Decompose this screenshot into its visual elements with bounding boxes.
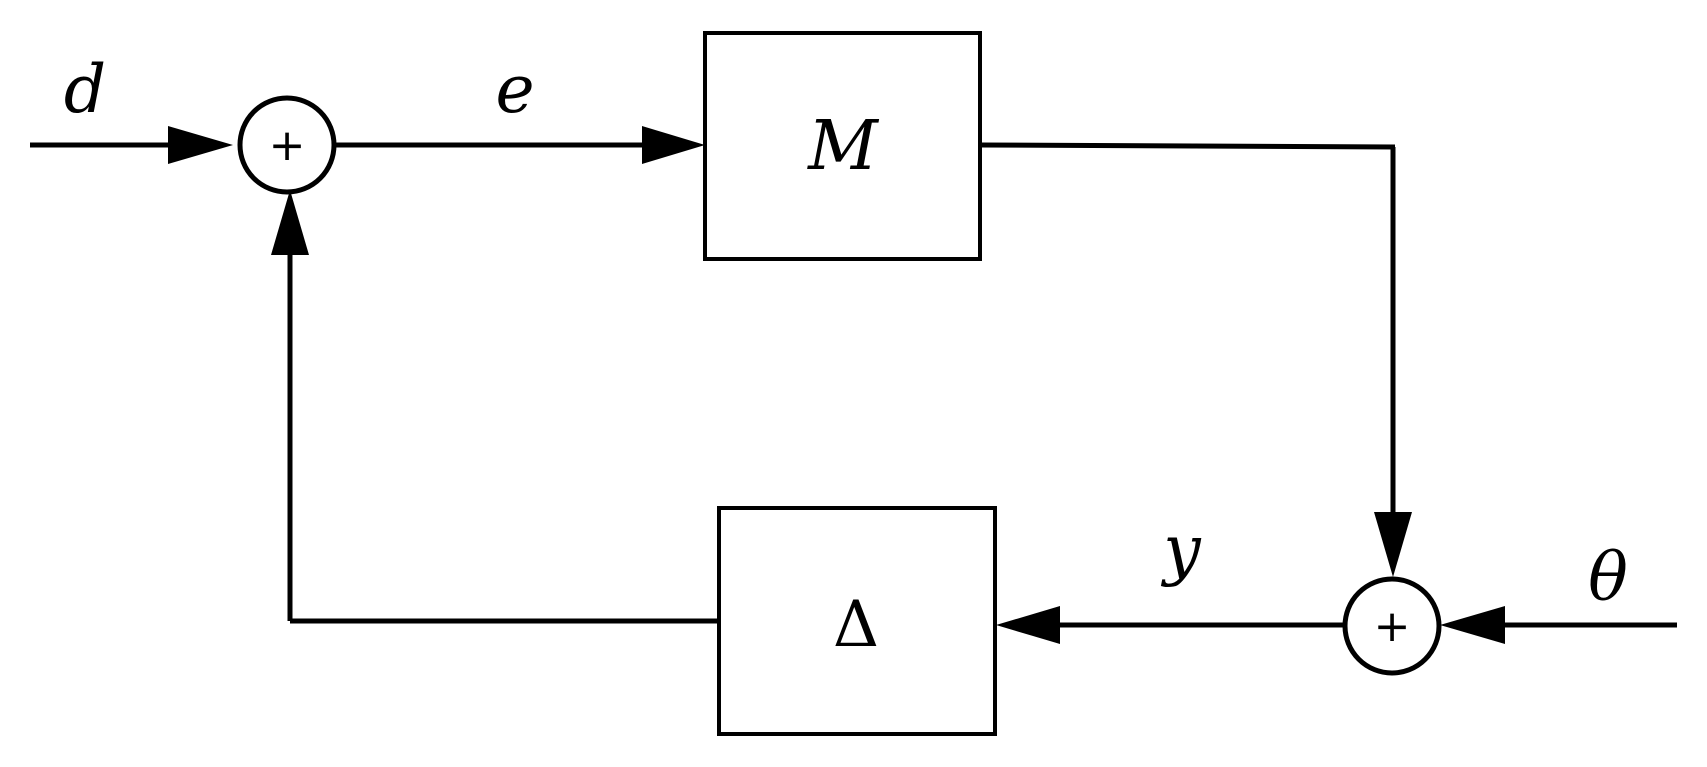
label-y: y: [1160, 511, 1201, 588]
arrowhead-y: [996, 606, 1060, 644]
summing-junction-bottom: [1342, 576, 1442, 676]
label-delta: Δ: [833, 588, 879, 662]
block-m: [703, 31, 982, 261]
junction-top-sign: +: [269, 120, 306, 171]
label-m: M: [806, 107, 880, 186]
summing-junction-top: [237, 95, 337, 195]
label-d: d: [64, 51, 106, 128]
label-theta: θ: [1588, 539, 1628, 616]
arrowhead-down: [1374, 512, 1412, 577]
arrowhead-d: [168, 126, 233, 164]
arrowhead-e: [642, 126, 705, 164]
wire-m-output: [979, 142, 1396, 150]
label-e: e: [495, 51, 534, 128]
junction-bottom-sign: +: [1374, 601, 1411, 652]
arrowhead-theta: [1440, 606, 1505, 644]
arrowhead-feedback: [271, 190, 309, 255]
block-delta: [717, 506, 997, 736]
